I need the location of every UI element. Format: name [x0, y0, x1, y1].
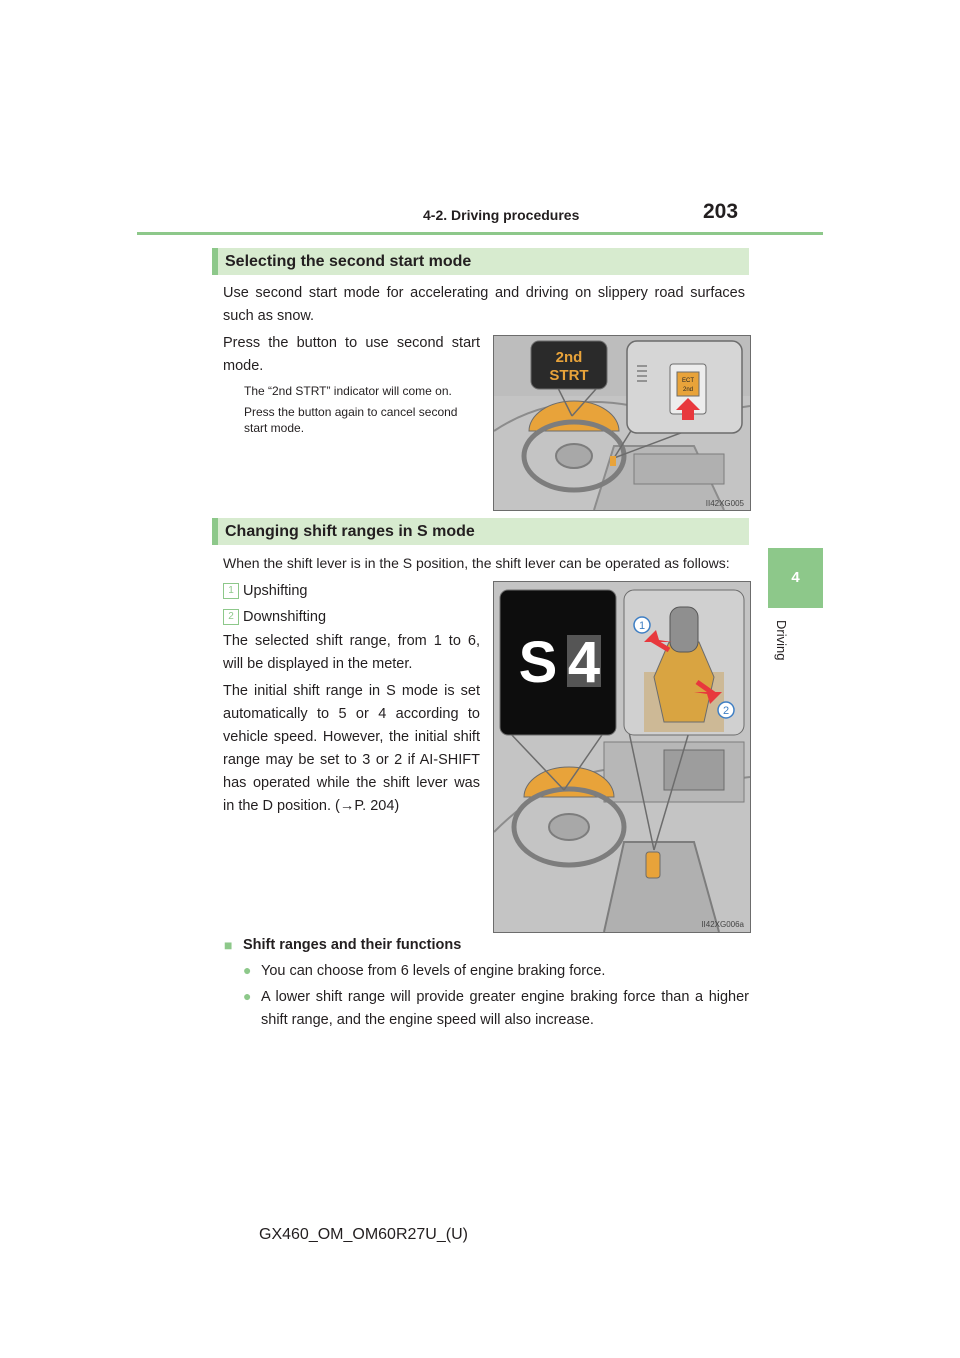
heading-marker: ■	[224, 937, 233, 953]
button-text-line2: 2nd	[683, 387, 693, 393]
display-number: 4	[568, 630, 600, 695]
dashboard-drawing: 2nd STRT ECT 2nd II42XG005	[494, 336, 750, 510]
page-number: 203	[703, 200, 739, 223]
notes-heading: Shift ranges and their functions	[243, 937, 462, 953]
section2-display-note: The selected shift range, from 1 to 6, w…	[223, 633, 480, 672]
press-arrow-icon	[676, 398, 700, 420]
upshifting-label: Upshifting	[243, 583, 308, 599]
section-title: Changing shift ranges in S mode	[225, 523, 475, 540]
chapter-label: Driving	[774, 620, 789, 661]
section-heading-shift-ranges: Changing shift ranges in S mode	[212, 518, 749, 545]
chapter-tab: 4	[768, 548, 823, 608]
callout-1: 1	[639, 620, 645, 632]
section1-instruction: Press the button to use second start mod…	[223, 335, 480, 374]
bullet-marker-2: ●	[243, 988, 252, 1004]
callout-2: 2	[723, 705, 729, 717]
document-code: GX460_OM_OM60R27U_(U)	[259, 1226, 468, 1243]
note-bullet-1: You can choose from 6 levels of engine b…	[261, 963, 606, 979]
button-text-line1: ECT	[682, 378, 694, 384]
header-rule	[137, 232, 823, 235]
section1-note-cancel: Press the button again to cancel second …	[244, 405, 458, 435]
display-letter: S	[519, 630, 558, 695]
section2-intro: When the shift lever is in the S positio…	[223, 555, 730, 571]
section-heading-second-start: Selecting the second start mode	[212, 248, 749, 275]
downshifting-label: Downshifting	[243, 609, 327, 625]
shift-lever-illustration: S 4 1 2 II42XG006a	[493, 581, 751, 933]
second-start-illustration: 2nd STRT ECT 2nd II42XG005	[493, 335, 751, 511]
section-title: Selecting the second start mode	[225, 253, 472, 270]
image-code-1: II42XG005	[706, 499, 745, 508]
note-bullet-2: A lower shift range will provide greater…	[261, 989, 749, 1028]
downshift-arrow-icon	[694, 692, 722, 704]
chapter-number: 4	[791, 569, 800, 586]
image-code-2: II42XG006a	[701, 920, 744, 929]
step-number-1: 1	[223, 583, 239, 599]
shift-drawing: S 4 1 2 II42XG006a	[494, 582, 750, 932]
section-header: 4-2. Driving procedures	[423, 207, 580, 223]
indicator-text-line1: 2nd	[556, 349, 583, 366]
indicator-text-line2: STRT	[549, 367, 588, 384]
step-number-2: 2	[223, 609, 239, 625]
section1-note-indicator: The “2nd STRT” indicator will come on.	[244, 384, 452, 398]
bullet-marker-1: ●	[243, 962, 252, 978]
section2-initial-range-note: The initial shift range in S mode is set…	[223, 683, 480, 814]
section1-intro: Use second start mode for accelerating a…	[223, 285, 745, 324]
